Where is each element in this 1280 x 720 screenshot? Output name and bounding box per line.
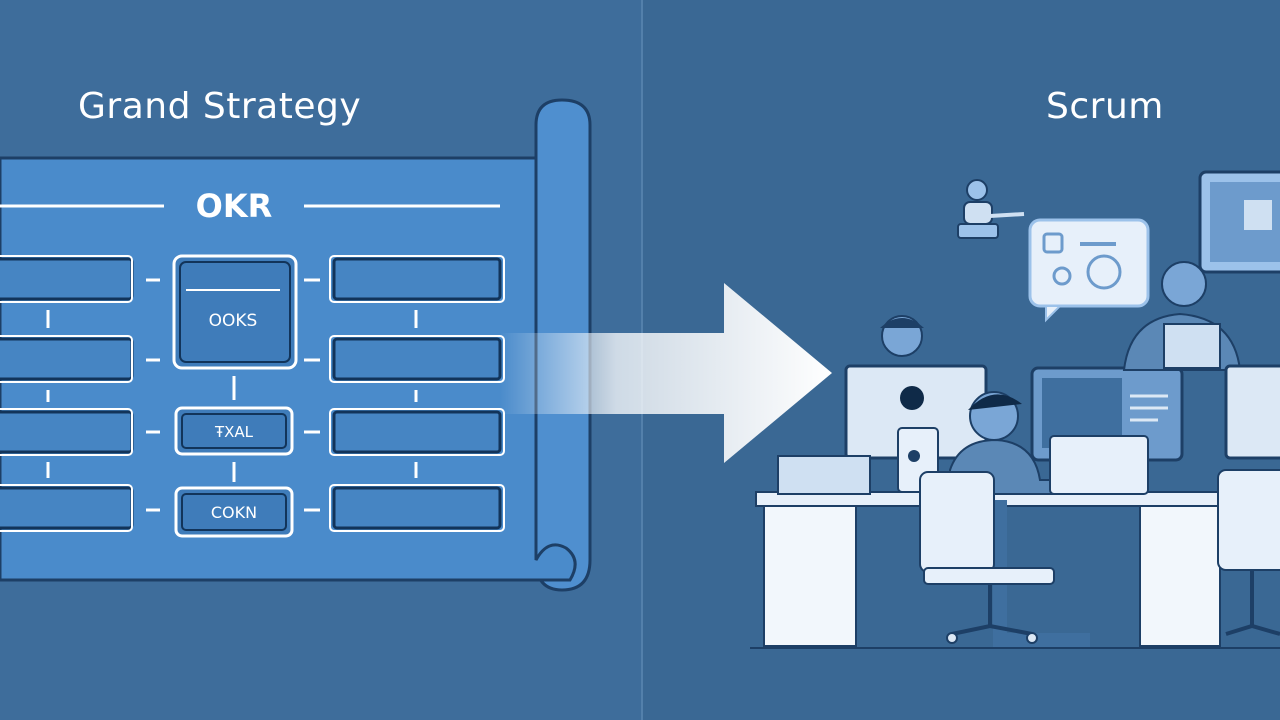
chair-icon-right — [1217, 469, 1280, 636]
okr-left-column — [0, 257, 134, 530]
wall-monitor-icon — [1198, 170, 1280, 274]
okr-right-column — [332, 257, 502, 530]
papers — [777, 455, 871, 495]
center-box-label-2: ŦXAL — [214, 423, 254, 441]
center-box-label-3: COKN — [211, 503, 257, 522]
okr-heading: OKR — [196, 187, 273, 225]
scrum-team-scene — [750, 170, 1280, 649]
grand-strategy-title: Grand Strategy — [78, 86, 362, 127]
center-box-label-1: OOKS — [209, 311, 258, 331]
chat-bubble-icon — [1028, 218, 1150, 323]
okr-connectors — [46, 278, 418, 512]
floating-person-icon — [957, 179, 1025, 239]
chair-icon — [919, 471, 1055, 644]
monitor-icon — [844, 364, 988, 493]
okr-center-column: OOKS ŦXAL COKN — [172, 254, 298, 538]
right-monitor-icon — [1224, 364, 1280, 460]
scrum-title: Scrum — [1046, 86, 1164, 127]
desk — [750, 491, 1280, 649]
standing-person-icon — [1122, 261, 1242, 371]
person-icon — [880, 315, 924, 357]
